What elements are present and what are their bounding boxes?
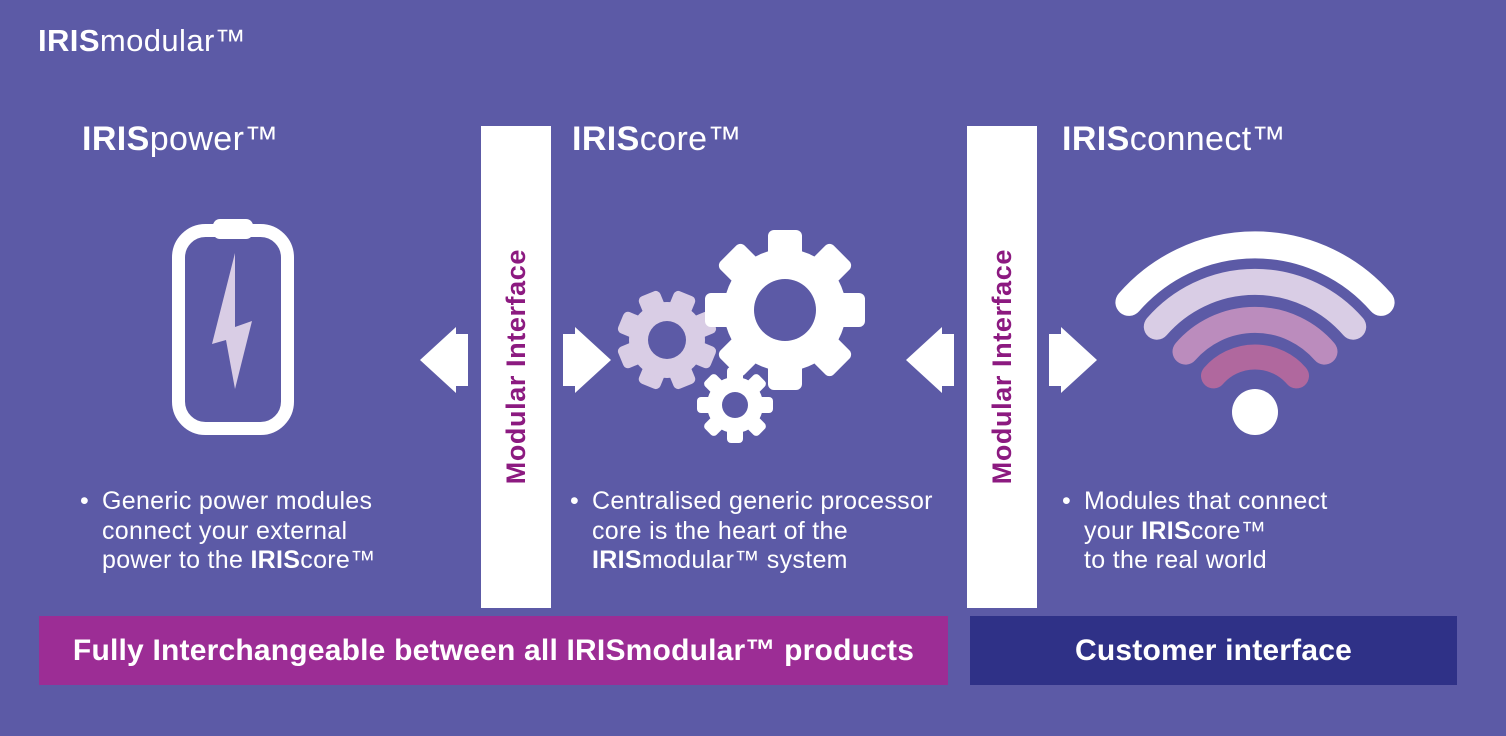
modular-interface-label: Modular Interface	[986, 249, 1017, 485]
irispower-title: IRISpower™	[82, 120, 279, 158]
interchangeable-banner: Fully Interchangeable between all IRISmo…	[39, 616, 948, 685]
irisconnect-title: IRISconnect™	[1062, 120, 1287, 158]
bullet-marker: •	[80, 487, 90, 515]
arrow-left-icon	[420, 327, 468, 393]
iriscore-bullet: • Centralised generic processor core is …	[570, 487, 933, 576]
modular-interface-label: Modular Interface	[500, 249, 531, 485]
gears-icon	[610, 220, 875, 445]
gear-small	[697, 367, 773, 443]
modular-interface-bar-right: Modular Interface	[967, 126, 1037, 608]
iriscore-title: IRIScore™	[572, 120, 742, 158]
bullet-text: Centralised generic processor core is th…	[592, 487, 933, 574]
customer-interface-banner: Customer interface	[970, 616, 1457, 685]
modular-interface-bar-left: Modular Interface	[481, 126, 551, 608]
wifi-icon	[1115, 225, 1395, 440]
arrow-right-icon	[563, 327, 611, 393]
brand-rest: modular™	[99, 23, 247, 58]
bullet-text: Modules that connect your IRIScore™ to t…	[1084, 487, 1328, 574]
gear-lavender	[617, 290, 717, 390]
battery-icon	[172, 219, 294, 435]
lightning-bolt-icon	[212, 253, 252, 389]
brand-bold: IRIS	[38, 23, 100, 58]
irisconnect-bullet: • Modules that connect your IRIScore™ to…	[1062, 487, 1328, 576]
bullet-marker: •	[570, 487, 580, 515]
bullet-text: Generic power modules connect your exter…	[102, 487, 376, 574]
bullet-marker: •	[1062, 487, 1072, 515]
irispower-bullet: • Generic power modules connect your ext…	[80, 487, 375, 576]
page-title: IRISmodular™	[38, 24, 246, 58]
arrow-left-icon	[906, 327, 954, 393]
arrow-right-icon	[1049, 327, 1097, 393]
gear-large	[705, 230, 865, 390]
